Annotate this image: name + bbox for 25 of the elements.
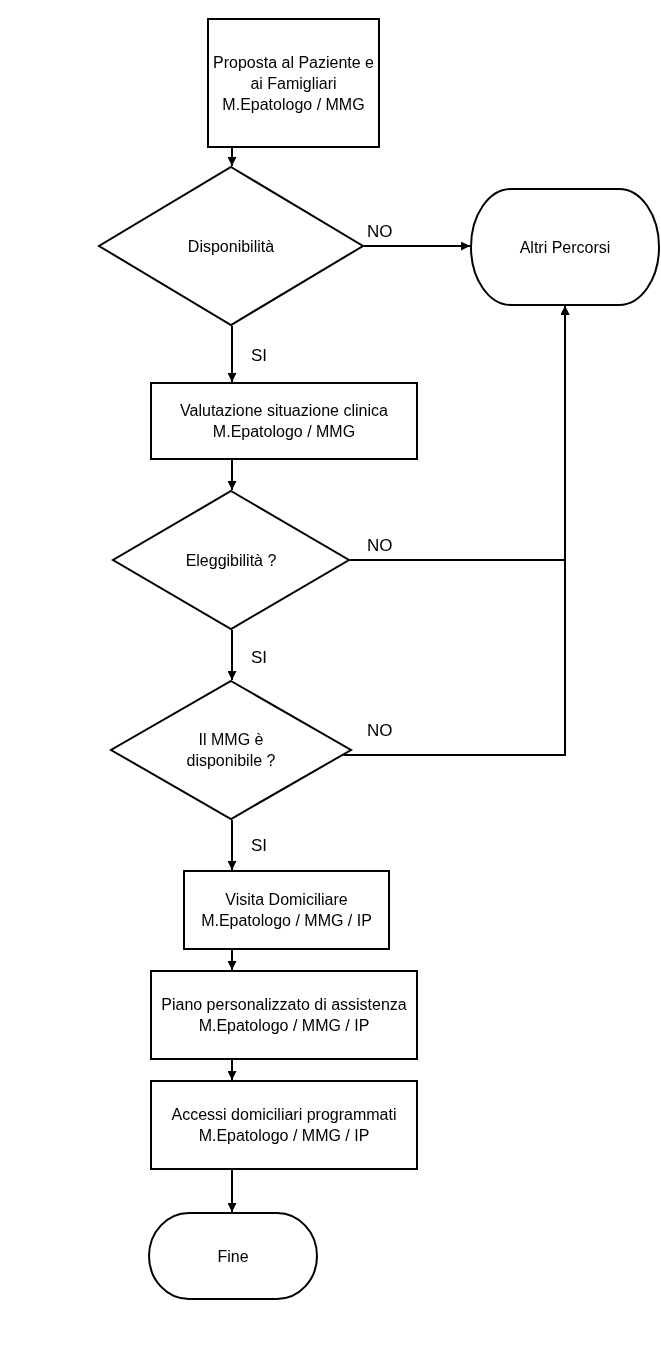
node-subtitle: M.Epatologo / MMG / IP [198,1126,370,1146]
arrow [227,147,237,167]
arrow [227,819,237,871]
node-title: Eleggibilità ? [185,550,277,571]
node-subtitle: M.Epatologo / MMG [222,94,365,115]
node-subtitle: M.Epatologo / MMG / IP [198,1016,370,1036]
node-title: Disponibilità [187,236,275,257]
node-subtitle: M.Epatologo / MMG / IP [201,911,372,931]
node-title: Valutazione situazione clinica [180,401,388,421]
arrow [227,1169,237,1213]
node-title: Piano personalizzato di assistenza [161,995,407,1015]
arrow [342,305,570,756]
arrow [227,325,237,383]
arrow [227,459,237,491]
node-subtitle: M.Epatologo / MMG [212,422,356,442]
arrow [363,241,471,251]
node-title: Altri Percorsi [519,237,611,258]
node-title: Il MMG è disponibile ? [185,730,277,771]
node-title: Visita Domiciliare [225,890,348,910]
node-title: Fine [217,1246,249,1267]
arrow [227,629,237,681]
node-title: Proposta al Paziente e ai Famigliari [212,52,375,94]
arrow [227,949,237,971]
arrow [227,1059,237,1081]
node-title: Accessi domiciliari programmati [171,1105,397,1125]
